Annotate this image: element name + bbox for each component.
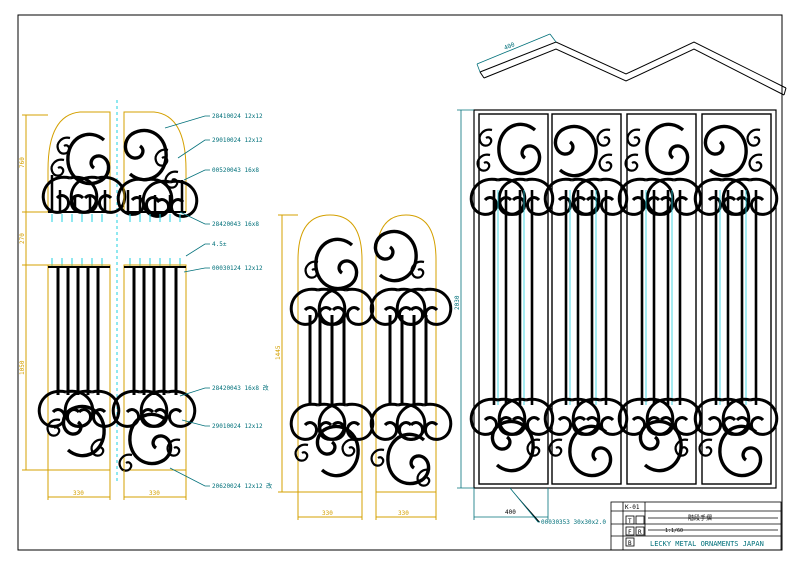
label-lower-3: 20620024 12x12 改 <box>212 482 272 490</box>
left-dimensions <box>22 114 48 471</box>
sheet-border <box>17 14 783 551</box>
title-block-text: K-01 階段手摺 1:1/60 LECKY METAL ORNAMENTS J… <box>625 504 764 548</box>
dim-bar-height: 1050 <box>19 360 26 375</box>
arch-panel-left <box>289 214 375 493</box>
letter-t: T <box>628 518 632 525</box>
top-arch-right <box>116 111 199 218</box>
label-upper-5: 00030124 12x12 <box>212 265 263 272</box>
label-upper-4: 28420043 16x8 <box>212 221 259 228</box>
title-block <box>610 501 782 551</box>
label-lower-1: 28420043 16x8 改 <box>212 384 269 392</box>
ticks-row-1 <box>51 214 181 222</box>
dim-width-d: 330 <box>398 510 409 517</box>
elevation-panel-3 <box>617 113 703 485</box>
label-bottom-part: 00030353 30x30x2.0 <box>541 519 606 526</box>
leader-labels: 28410024 12x12 29010024 12x12 00520043 1… <box>212 113 272 490</box>
dim-top-height: 760 <box>19 157 26 168</box>
company-name: LECKY METAL ORNAMENTS JAPAN <box>650 540 764 548</box>
arch-dimensions <box>278 214 437 520</box>
label-gap: 4.5± <box>212 241 227 248</box>
dim-panel-height: 2030 <box>454 295 461 310</box>
elevation-panel-4 <box>693 113 779 485</box>
drawing-number: K-01 <box>625 504 640 511</box>
dim-panel-width: 400 <box>505 509 516 516</box>
leader-lines <box>164 115 210 487</box>
elevation-panel-1 <box>469 113 555 485</box>
dim-fold-width: 400 <box>503 41 516 52</box>
fold-dimension <box>476 33 557 73</box>
letter-r: R <box>638 529 642 536</box>
dim-arch-height: 1445 <box>275 345 282 360</box>
letter-b: B <box>628 540 632 547</box>
arch-panel-right <box>369 214 453 493</box>
label-upper-2: 29010024 12x12 <box>212 137 263 144</box>
lower-right-panel <box>111 264 197 472</box>
bottom-dims-left <box>47 470 187 500</box>
dim-width-c: 330 <box>322 510 333 517</box>
drawing-scale: 1:1/60 <box>665 528 683 534</box>
top-arch-left <box>41 111 127 214</box>
label-upper-1: 28410024 12x12 <box>212 113 263 120</box>
lower-left-panel <box>37 264 121 471</box>
drawing-title: 階段手摺 <box>688 514 712 522</box>
dim-width-b: 330 <box>149 490 160 497</box>
elevation-dimensions <box>457 109 549 523</box>
elevation-frame <box>473 109 777 489</box>
dim-width-a: 330 <box>73 490 84 497</box>
label-lower-2: 29010024 12x12 <box>212 423 263 430</box>
folded-plan <box>479 41 787 96</box>
elevation-panel-2 <box>543 113 629 485</box>
letter-f: F <box>628 529 632 536</box>
ticks-row-2 <box>51 258 181 266</box>
dim-mid-gap: 270 <box>19 233 26 244</box>
label-upper-3: 00520043 16x8 <box>212 167 259 174</box>
